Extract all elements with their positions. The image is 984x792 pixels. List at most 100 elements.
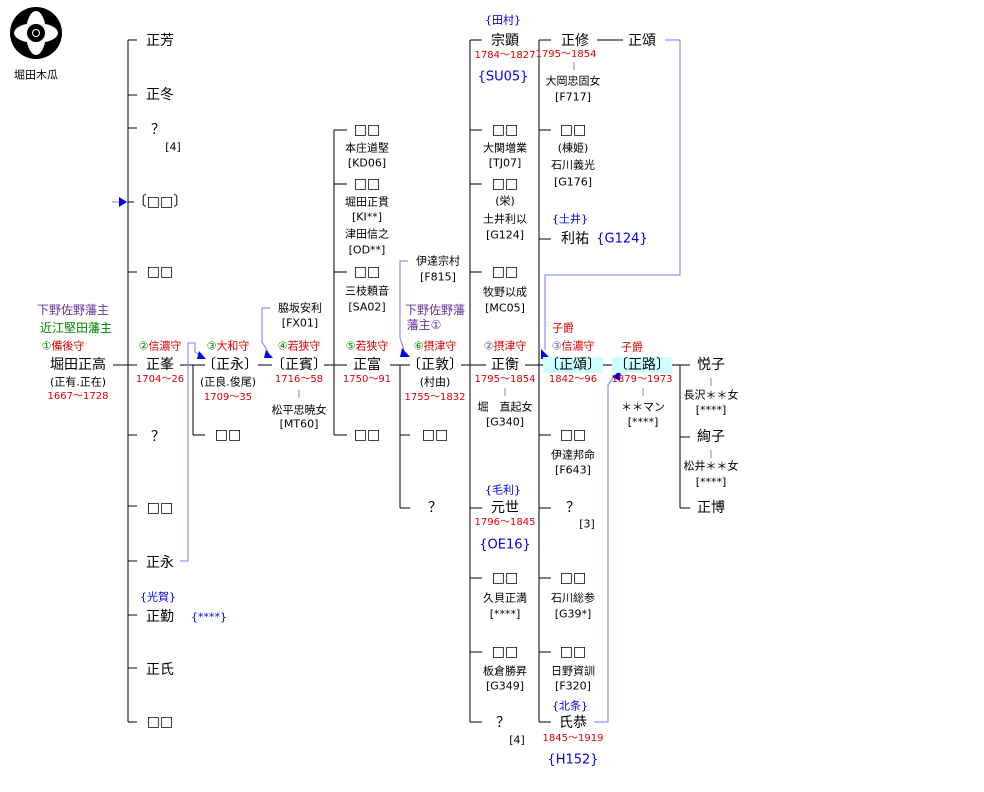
reference-code: [KI**] bbox=[351, 210, 383, 224]
person-name[interactable]: ？ bbox=[496, 715, 510, 731]
reference-code: [****] bbox=[695, 475, 727, 489]
person-name[interactable]: 正博 bbox=[697, 500, 725, 516]
person-name[interactable]: □□ bbox=[559, 427, 587, 443]
reference-code: [FX01] bbox=[281, 316, 319, 330]
domain-label: 下野佐野藩主 bbox=[36, 303, 110, 317]
reference-code[interactable]: {OE16} bbox=[479, 537, 531, 553]
wife-name: 松平忠暁女 bbox=[271, 403, 327, 417]
reference-code[interactable]: {H152} bbox=[547, 752, 599, 768]
reference-code: [G39*] bbox=[554, 607, 592, 621]
person-name[interactable]: 正修 bbox=[561, 33, 589, 49]
adopted-family: {毛利} bbox=[485, 483, 521, 497]
person-name[interactable]: ？ bbox=[428, 500, 442, 516]
office-title: ⑤若狭守 bbox=[345, 339, 389, 353]
person-name[interactable]: □□ bbox=[146, 264, 174, 280]
person-alias: (栄) bbox=[495, 194, 515, 208]
adopted-family: {田村} bbox=[485, 13, 521, 27]
person-name[interactable]: □□ bbox=[559, 644, 587, 660]
reference-code: [4] bbox=[165, 140, 181, 154]
reference-code: [****] bbox=[489, 607, 521, 621]
person-name-highlighted[interactable]: 〔正路〕 bbox=[612, 357, 672, 373]
domain-label: 藩主① bbox=[406, 318, 442, 332]
spouse-name: 牧野以成 bbox=[483, 285, 527, 299]
person-name[interactable]: 正頌 bbox=[628, 33, 656, 49]
person-name[interactable]: 氏恭 bbox=[559, 715, 587, 731]
person-name[interactable]: 正峯 bbox=[146, 357, 174, 373]
person-name[interactable]: □□ bbox=[491, 644, 519, 660]
person-name[interactable]: □□ bbox=[214, 427, 242, 443]
person-name[interactable]: □□ bbox=[353, 264, 381, 280]
person-name[interactable]: 正芳 bbox=[146, 33, 174, 49]
person-name[interactable]: 元世 bbox=[491, 500, 519, 516]
person-name[interactable]: 宗顕 bbox=[491, 33, 519, 49]
reference-code: [G340] bbox=[485, 415, 525, 429]
reference-code: [KD06] bbox=[347, 156, 387, 170]
person-name[interactable]: □□ bbox=[353, 427, 381, 443]
person-name[interactable]: □□ bbox=[491, 122, 519, 138]
life-dates: 1716～58 bbox=[274, 374, 324, 385]
life-dates: 1755～1832 bbox=[404, 392, 466, 403]
person-name[interactable]: ？ bbox=[151, 122, 165, 138]
reference-code[interactable]: {SU05} bbox=[477, 69, 529, 85]
person-name[interactable]: 〔□□〕 bbox=[132, 194, 188, 210]
person-name[interactable]: 正富 bbox=[353, 357, 381, 373]
spouse-name: 土井利以 bbox=[483, 212, 527, 226]
person-name[interactable]: ？ bbox=[566, 500, 580, 516]
reference-code: [MC05] bbox=[485, 301, 525, 315]
person-name[interactable]: ？ bbox=[151, 429, 165, 445]
life-dates: 1795～1854 bbox=[474, 374, 536, 385]
person-name[interactable]: 正冬 bbox=[146, 87, 174, 103]
person-name[interactable]: □□ bbox=[353, 122, 381, 138]
person-name[interactable]: □□ bbox=[559, 570, 587, 586]
life-dates: 1795～1854 bbox=[535, 49, 597, 60]
reference-code: [G176] bbox=[553, 175, 593, 189]
person-name[interactable]: □□ bbox=[491, 176, 519, 192]
spouse-name: 三枝頼音 bbox=[345, 284, 389, 298]
person-name[interactable]: □□ bbox=[491, 570, 519, 586]
person-name[interactable]: □□ bbox=[559, 122, 587, 138]
spouse-name: 石川義光 bbox=[551, 158, 595, 172]
life-dates: 1845～1919 bbox=[542, 733, 604, 744]
adopted-family: {北条} bbox=[552, 699, 588, 713]
person-name[interactable]: 〔正敦〕 bbox=[407, 357, 463, 373]
person-name[interactable]: 正永 bbox=[146, 555, 174, 571]
office-title: ③信濃守 bbox=[551, 339, 595, 353]
life-dates: 1667～1728 bbox=[47, 391, 109, 402]
reference-code: [F815] bbox=[420, 270, 456, 284]
person-name[interactable]: 正氏 bbox=[146, 662, 174, 678]
origin-name[interactable]: 脇坂安利 bbox=[278, 301, 322, 315]
person-name[interactable]: □□ bbox=[146, 714, 174, 730]
family-crest-icon bbox=[10, 7, 62, 59]
spouse-name: 堀田正貫 bbox=[345, 195, 389, 209]
reference-code: [MT60] bbox=[279, 417, 319, 431]
person-name-highlighted[interactable]: 〔正頌〕 bbox=[543, 357, 603, 373]
reference-code: [G349] bbox=[485, 679, 525, 693]
spouse-name: 本庄道堅 bbox=[345, 141, 389, 155]
spouse-name: 板倉勝昇 bbox=[483, 664, 527, 678]
person-name[interactable]: 悦子 bbox=[697, 357, 725, 373]
person-name[interactable]: □□ bbox=[491, 264, 519, 280]
person-alias: (正良.俊尾) bbox=[199, 375, 257, 389]
person-name[interactable]: 〔正永〕 bbox=[202, 357, 258, 373]
office-title: ①備後守 bbox=[41, 339, 85, 353]
adopted-family: {土井} bbox=[552, 212, 588, 226]
spouse-name: 久貝正満 bbox=[483, 591, 527, 605]
person-name[interactable]: □□ bbox=[146, 500, 174, 516]
reference-code[interactable]: {G124} bbox=[596, 231, 648, 247]
reference-code: [****] bbox=[627, 415, 659, 429]
person-name[interactable]: 堀田正高 bbox=[50, 357, 106, 373]
reference-code: [SA02] bbox=[348, 300, 386, 314]
person-name[interactable]: 絢子 bbox=[697, 429, 725, 445]
person-name[interactable]: 正衡 bbox=[491, 357, 519, 373]
person-name[interactable]: 利祐 bbox=[561, 231, 589, 247]
reference-code[interactable]: {****} bbox=[191, 610, 227, 624]
domain-label: 下野佐野藩 bbox=[404, 303, 466, 317]
person-name[interactable]: □□ bbox=[421, 427, 449, 443]
person-name[interactable]: 〔正賓〕 bbox=[271, 357, 327, 373]
adopted-family: {光賀} bbox=[140, 590, 176, 604]
person-name[interactable]: 正勤 bbox=[146, 609, 174, 625]
origin-name[interactable]: 伊達宗村 bbox=[416, 254, 460, 268]
person-name[interactable]: □□ bbox=[353, 176, 381, 192]
reference-code: [****] bbox=[695, 403, 727, 417]
spouse-name: 日野資訓 bbox=[551, 664, 595, 678]
